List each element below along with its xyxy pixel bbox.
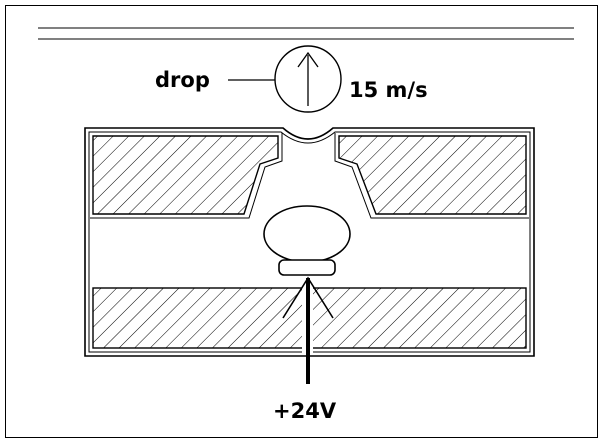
upper-left-electrode <box>92 135 279 215</box>
drop-label: drop <box>155 68 210 92</box>
upper-right-electrode-edge <box>334 133 529 219</box>
voltage-feed-arrowhead <box>282 276 334 319</box>
droplet <box>263 205 351 263</box>
drop-up-arrowhead <box>297 51 319 68</box>
droplet-base-pad <box>278 259 336 276</box>
upper-right-electrode <box>338 135 527 215</box>
voltage-label: +24V <box>273 399 337 423</box>
assembly-inner-outline <box>88 131 531 353</box>
speed-label: 15 m/s <box>349 78 428 102</box>
upper-left-electrode-edge <box>90 133 283 219</box>
